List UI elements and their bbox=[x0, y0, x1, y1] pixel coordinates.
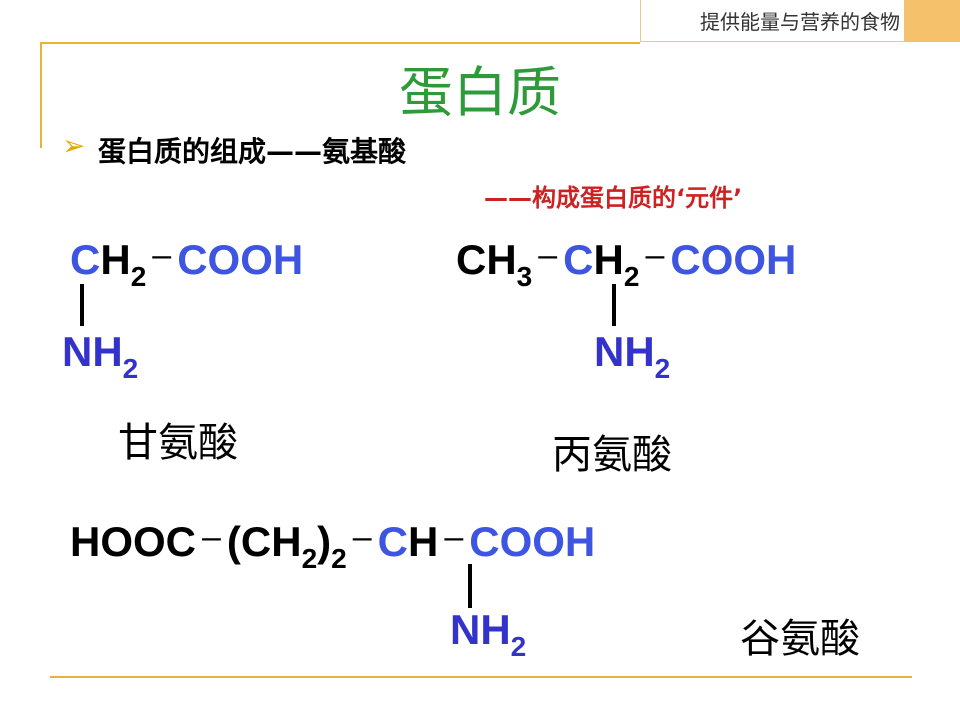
subtitle: 蛋白质的组成——氨基酸 bbox=[98, 135, 407, 168]
header-label: 提供能量与营养的食物 bbox=[700, 10, 900, 34]
glycine-alpha-carbon: C bbox=[70, 236, 101, 283]
glycine-amino-group: NH2 bbox=[62, 328, 139, 384]
frame-line-top bbox=[40, 42, 640, 44]
glycine-formula: CH2–COOH bbox=[70, 236, 304, 292]
glutamic-carboxyl: COOH bbox=[469, 518, 596, 565]
glutamic-formula: HOOC–(CH2)2–CH–COOH bbox=[70, 518, 596, 574]
glycine-carboxyl: COOH bbox=[177, 236, 304, 283]
alanine-name: 丙氨酸 bbox=[552, 432, 672, 478]
frame-line-bottom bbox=[50, 676, 912, 678]
glutamic-name: 谷氨酸 bbox=[740, 616, 860, 662]
glycine-bond bbox=[80, 284, 84, 326]
glutamic-amino-group: NH2 bbox=[450, 606, 527, 662]
bullet-arrow-icon: ➢ bbox=[62, 129, 86, 162]
glutamic-alpha-carbon: C bbox=[377, 518, 408, 565]
note-text: ——构成蛋白质的‘元件’ bbox=[484, 184, 743, 212]
header-box bbox=[640, 0, 904, 42]
glycine-name: 甘氨酸 bbox=[118, 420, 238, 466]
alanine-bond bbox=[612, 284, 616, 326]
alanine-alpha-carbon: C bbox=[563, 236, 594, 283]
frame-line-left bbox=[40, 42, 42, 148]
header-accent-block bbox=[904, 0, 960, 42]
alanine-formula: CH3–CH2–COOH bbox=[456, 236, 797, 292]
glutamic-bond bbox=[468, 564, 472, 608]
alanine-carboxyl: COOH bbox=[670, 236, 797, 283]
slide-title: 蛋白质 bbox=[399, 61, 561, 124]
alanine-amino-group: NH2 bbox=[594, 328, 671, 384]
